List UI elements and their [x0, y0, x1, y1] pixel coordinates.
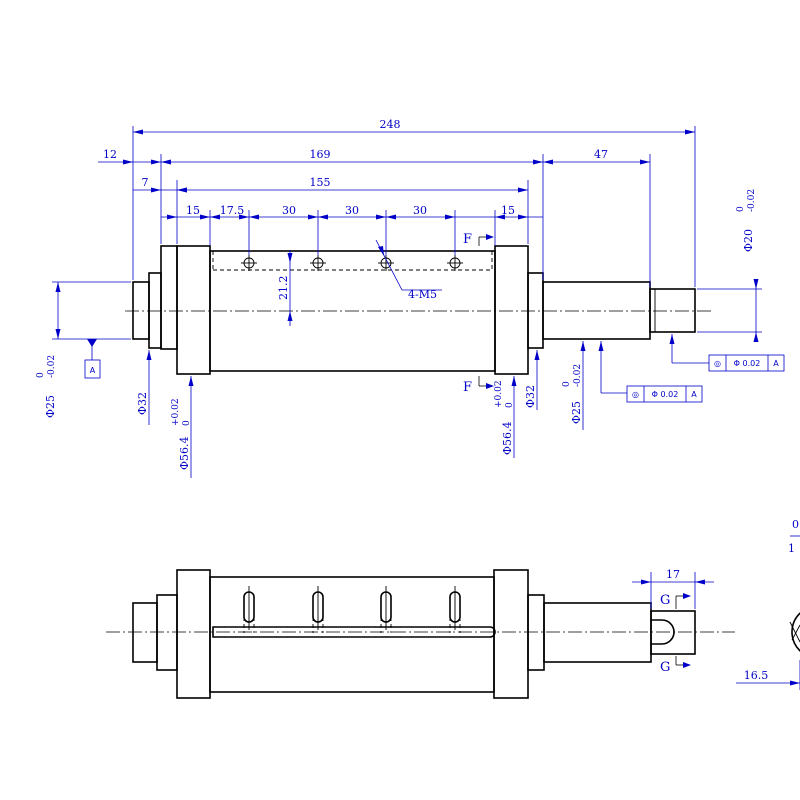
tv-left-collar [156, 594, 178, 671]
tv-left-flange [176, 569, 211, 699]
section-g-top-label: G [660, 593, 670, 608]
dim-end-offset-left: 15 [186, 204, 200, 217]
hole-callout: 4-M5 [408, 288, 437, 301]
front-view [125, 245, 712, 375]
dim-dia-56-right-tol-lower: 0 [505, 402, 515, 408]
tv-keyway [651, 619, 675, 645]
dim-dia-56-left-tol-lower: 0 [182, 420, 192, 426]
dim-dia-25-right-tol-upper: 0 [562, 381, 572, 387]
section-mark-g-bottom: G [660, 656, 691, 675]
shaft-end [649, 288, 696, 333]
dim-keyway-length: 17 [666, 568, 680, 581]
frame-1-value: Φ 0.02 [734, 359, 761, 368]
dim-dia-25-left: Φ25 [44, 395, 57, 418]
m5-hole-3 [378, 255, 394, 271]
dim-right-shaft: 47 [594, 148, 608, 161]
dim-left-step: 7 [142, 176, 149, 189]
section-g-bottom-label: G [660, 660, 670, 675]
frame-1-symbol: ◎ [714, 359, 721, 368]
horizontal-dimensions: 248 12 169 47 7 155 [98, 118, 696, 287]
diameter-dimensions: 21.2 4-M5 Φ20 0 -0.02 Φ25 0 -0.02 A Φ32 [36, 189, 762, 478]
top-view [106, 569, 735, 699]
left-step [160, 245, 178, 350]
tv-right-flange [493, 569, 529, 699]
dim-dia-25-left-tol-upper: 0 [36, 372, 46, 378]
m5-hole-1 [241, 255, 257, 271]
dim-body-length: 169 [310, 148, 331, 161]
tv-hole-4 [449, 586, 461, 633]
dim-dia-25-right-tol-lower: -0.02 [573, 364, 583, 387]
dim-dia-20-tol-lower: -0.02 [747, 189, 757, 212]
dim-overall-length: 248 [380, 118, 401, 131]
dim-end-offset-right: 15 [501, 204, 515, 217]
tv-hole-1 [243, 586, 255, 633]
dim-dia-20: Φ20 [742, 229, 755, 252]
tolerance-frame-1: ◎ Φ 0.02 A [669, 334, 785, 372]
tv-hole-3 [380, 586, 392, 633]
left-stub [132, 281, 150, 340]
dim-hole-height: 21.2 [277, 276, 290, 301]
dim-dia-25-right: Φ25 [570, 401, 583, 424]
left-flange [176, 245, 211, 375]
m5-hole-4 [447, 255, 463, 271]
tolerance-frame-2: ◎ Φ 0.02 A [598, 341, 703, 403]
tv-right-collar [527, 594, 545, 671]
dim-dia-56-left-tol-upper: +0.02 [171, 398, 181, 426]
dim-dia-25-left-tol-lower: -0.02 [47, 355, 57, 378]
right-flange [494, 245, 529, 375]
tv-left-stub [132, 602, 158, 663]
section-f-top-label: F [463, 232, 472, 247]
dim-dia-56-left: Φ56.4 [178, 436, 191, 470]
frame-2-symbol: ◎ [632, 390, 639, 399]
partial-dim-bottom: 1 [788, 542, 795, 555]
datum-label: A [90, 366, 96, 375]
dim-pitch-1: 30 [282, 204, 296, 217]
left-collar [148, 272, 162, 349]
dim-hole-span: 155 [310, 176, 331, 189]
dim-left-stub: 12 [103, 148, 117, 161]
partial-dim-top: 0 [792, 518, 799, 531]
m5-hole-2 [310, 255, 326, 271]
dim-dia-20-tol-upper: 0 [736, 206, 746, 212]
section-f-bottom-label: F [463, 380, 472, 395]
tv-hole-2 [312, 586, 324, 633]
tv-slot [212, 626, 496, 638]
dim-dia-32-right: Φ32 [524, 385, 537, 408]
right-shaft [542, 281, 651, 340]
section-mark-f-bottom: F [463, 376, 494, 395]
dim-pitch-3: 30 [413, 204, 427, 217]
right-collar [527, 272, 544, 349]
section-circle [791, 612, 800, 652]
dim-first-hole: 17.5 [220, 204, 245, 217]
frame-2-value: Φ 0.02 [652, 390, 679, 399]
section-mark-g-top: G [660, 593, 691, 609]
dim-keyway-offset: 16.5 [744, 669, 769, 682]
dim-dia-32-left: Φ32 [136, 392, 149, 415]
dim-pitch-2: 30 [345, 204, 359, 217]
tv-right-shaft [543, 602, 652, 663]
partial-section-view: 0 1 16.5 [736, 518, 800, 690]
frame-1-datum: A [773, 359, 779, 368]
tv-shaft-end [650, 610, 696, 655]
frame-2-datum: A [691, 390, 697, 399]
section-mark-f-top: F [463, 232, 494, 247]
dim-dia-56-right: Φ56.4 [501, 421, 514, 455]
dim-keyway-length-group: 17 [632, 568, 714, 609]
dim-dia-56-right-tol-upper: +0.02 [494, 380, 504, 408]
